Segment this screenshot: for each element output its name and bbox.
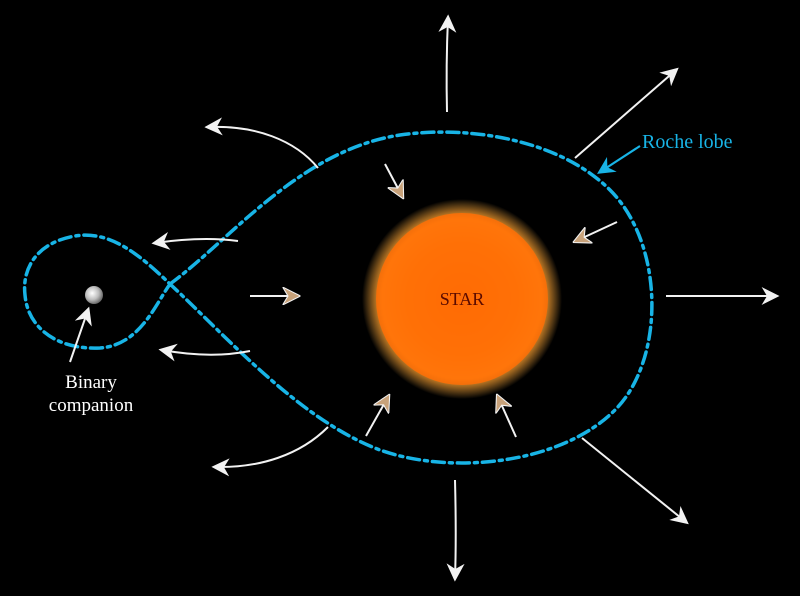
companion-label-line2: companion [49,395,134,416]
inflow-arrow-top [384,163,402,196]
outflow-arrow-bottom-left [211,426,329,477]
binary-companion: Binary companion [49,286,134,416]
inflow-arrow-bottom-left [365,397,388,437]
roche-lobe-outline [22,130,654,465]
star-body [376,213,548,385]
outflow-arrow-inner-lower [158,343,251,362]
roche-lobe-label: Roche lobe [642,131,733,153]
inflow-arrows [250,163,618,438]
inflow-arrow-bottom-right [498,397,517,438]
roche-lobe-pointer-arrow [597,145,641,174]
outflow-arrows [151,14,780,582]
companion-dot [85,286,103,304]
outflow-arrow-inner-upper [151,232,239,250]
inflow-arrow-right [576,221,618,241]
companion-pointer-arrow [69,306,92,363]
outflow-arrow-top-left [204,117,319,169]
outflow-arrow-top-right [574,67,679,159]
outflow-arrow-top [438,14,457,113]
star-label: STAR [440,289,485,309]
outflow-arrow-bottom-right [581,437,689,525]
star: STAR [362,199,562,399]
companion-label-line1: Binary [65,372,117,393]
outflow-arrow-bottom [446,479,465,582]
roche-lobe-label-group: Roche lobe [597,131,733,174]
